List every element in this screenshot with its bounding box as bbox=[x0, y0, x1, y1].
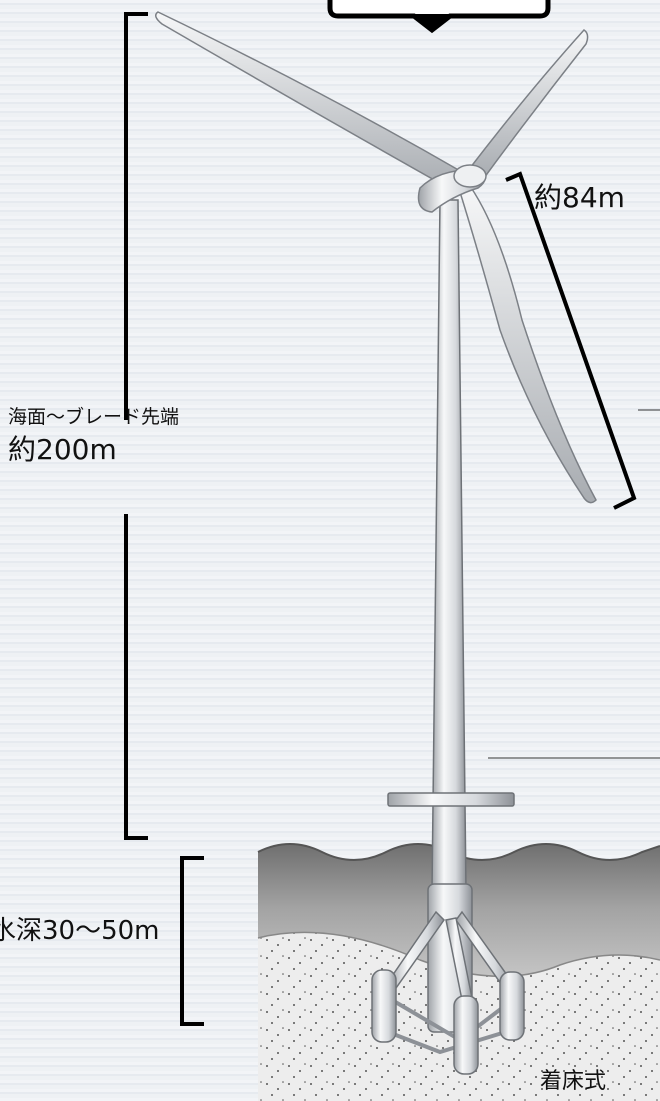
water-depth-label: 水深30〜50m bbox=[0, 916, 160, 946]
sea-to-blade-tip-label: 海面〜ブレード先端 bbox=[8, 406, 180, 428]
hub bbox=[453, 164, 487, 188]
blade-dimension-bracket bbox=[505, 171, 637, 510]
tower bbox=[431, 199, 467, 891]
blade-up bbox=[468, 29, 589, 180]
blade-left bbox=[155, 11, 464, 192]
platform bbox=[387, 792, 515, 807]
tripod-foundation bbox=[371, 883, 525, 1075]
callout-pointer bbox=[327, 0, 551, 34]
blade-down bbox=[459, 184, 597, 504]
blade-length-label: 約84m bbox=[534, 181, 625, 214]
depth-dimension-bracket bbox=[180, 856, 204, 1026]
rotor bbox=[155, 11, 597, 504]
foundation-type-label: 着床式 bbox=[540, 1069, 607, 1094]
height-dimension-bracket bbox=[124, 12, 148, 840]
total-height-label: 約200m bbox=[8, 433, 117, 466]
